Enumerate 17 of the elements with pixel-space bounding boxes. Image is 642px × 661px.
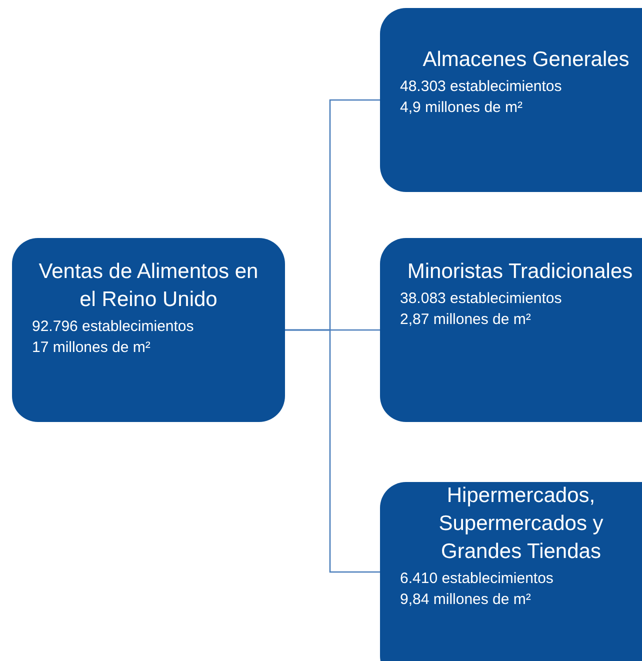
category-stat: 17 millones de m² bbox=[32, 338, 152, 358]
category-stat: 38.083 establecimientos bbox=[400, 289, 563, 309]
category-title: Ventas de Alimentos en el Reino Unido bbox=[38, 259, 260, 313]
category-stat: 6.410 establecimientos bbox=[400, 569, 554, 589]
category-title: Minoristas Tradicionales bbox=[406, 259, 634, 285]
category-box bbox=[380, 482, 642, 661]
category-stat: 48.303 establecimientos bbox=[400, 77, 563, 97]
category-box bbox=[380, 238, 642, 422]
category-box bbox=[12, 238, 285, 422]
category-box bbox=[380, 8, 642, 192]
connector-line bbox=[285, 329, 380, 573]
category-title: Almacenes Generales bbox=[422, 47, 630, 73]
category-stat: 9,84 millones de m² bbox=[400, 590, 532, 610]
category-stat: 2,87 millones de m² bbox=[400, 310, 532, 330]
category-stat: 92.796 establecimientos bbox=[32, 317, 195, 337]
category-stat: 4,9 millones de m² bbox=[400, 98, 524, 118]
category-title: Hipermercados, Supermercados y Grandes Tiendas bbox=[438, 483, 604, 565]
